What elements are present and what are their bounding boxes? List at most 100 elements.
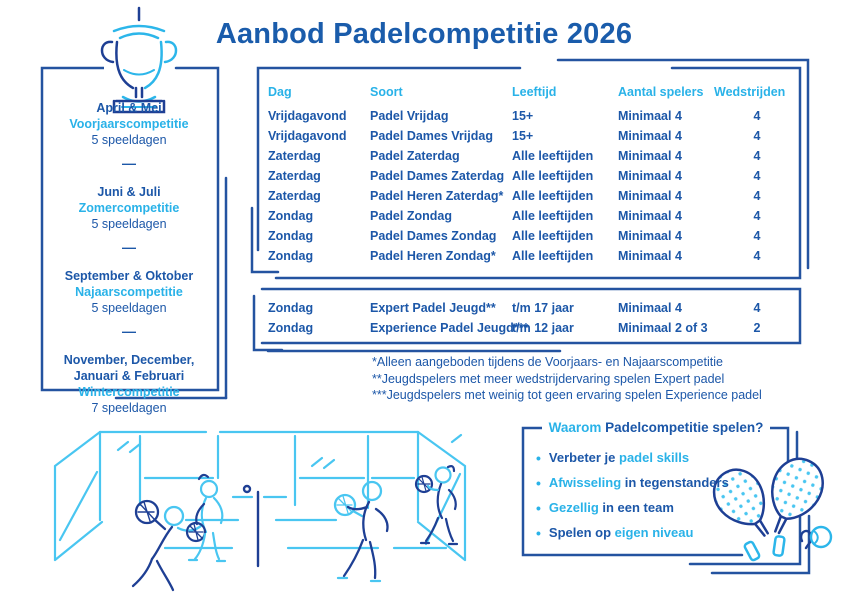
cell-dag: Zondag — [268, 301, 314, 315]
cell-dag: Vrijdagavond — [268, 109, 347, 123]
cell-wedstrijden: 4 — [753, 229, 761, 243]
cell-leeftijd: Alle leeftijden — [512, 149, 594, 163]
why-title-accent: Waarom — [548, 420, 602, 435]
cell-aantal: Minimaal 4 — [618, 149, 682, 163]
cell-dag: Zondag — [268, 249, 314, 263]
cell-wedstrijden: 2 — [753, 321, 761, 335]
bullet-accent: Afwisseling — [548, 475, 622, 490]
seasons-panel: April & Mei Voorjaarscompetitie 5 speeld… — [40, 100, 218, 424]
bullet-icon: • — [536, 450, 541, 466]
cell-aantal: Minimaal 4 — [618, 129, 682, 143]
table-row: Zaterdag Padel Zaterdag Alle leeftijden … — [268, 146, 800, 166]
table-row: Zondag Padel Zondag Alle leeftijden Mini… — [268, 206, 800, 226]
season-days: 7 speeldagen — [91, 401, 167, 415]
cell-aantal: Minimaal 4 — [618, 249, 682, 263]
column-header-aantal-spelers: Aantal spelers — [618, 85, 704, 99]
season-summer: Juni & Juli Zomercompetitie 5 speeldagen — [40, 184, 218, 232]
column-header-dag: Dag — [268, 85, 292, 99]
footnotes: *Alleen aangeboden tijdens de Voorjaars-… — [372, 354, 802, 404]
youth-table: Zondag Expert Padel Jeugd** t/m 17 jaar … — [258, 289, 800, 338]
cell-soort: Padel Zaterdag — [370, 149, 460, 163]
bullet-icon: • — [536, 500, 541, 516]
column-header-wedstrijden: Wedstrijden — [714, 85, 786, 99]
season-name: Wintercompetitie — [78, 385, 180, 399]
cell-soort: Experience Padel Jeugd*** — [370, 321, 529, 335]
why-box-title: Waarom Padelcompetitie spelen? — [523, 420, 789, 435]
cell-soort: Padel Heren Zaterdag* — [370, 189, 504, 203]
cell-dag: Zaterdag — [268, 189, 321, 203]
footnote-2: **Jeugdspelers met meer wedstrijdervarin… — [372, 371, 725, 386]
bullet-text: in tegenstanders — [621, 475, 729, 490]
season-months: September & Oktober — [64, 269, 194, 283]
bullet-text: in een team — [598, 500, 674, 515]
table-row: Zondag Padel Dames Zondag Alle leeftijde… — [268, 226, 800, 246]
cell-dag: Zondag — [268, 209, 314, 223]
cell-dag: Vrijdagavond — [268, 129, 347, 143]
bullet-icon: • — [536, 525, 541, 541]
cell-soort: Padel Zondag — [370, 209, 452, 223]
why-bullet-list: • Verbeter je padel skills • Afwisseling… — [536, 450, 766, 550]
cell-soort: Expert Padel Jeugd** — [370, 301, 496, 315]
footnote-1: *Alleen aangeboden tijdens de Voorjaars-… — [372, 355, 723, 369]
cell-aantal: Minimaal 2 of 3 — [618, 321, 708, 335]
season-autumn: September & Oktober Najaarscompetitie 5 … — [40, 268, 218, 316]
bullet-text: Spelen op — [548, 525, 615, 540]
cell-dag: Zaterdag — [268, 149, 321, 163]
list-item: • Afwisseling in tegenstanders — [536, 475, 766, 500]
cell-wedstrijden: 4 — [753, 189, 761, 203]
footnote-3: ***Jeugdspelers met weinig tot geen erva… — [372, 388, 762, 402]
cell-leeftijd: 15+ — [512, 129, 534, 143]
cell-aantal: Minimaal 4 — [618, 109, 682, 123]
cell-aantal: Minimaal 4 — [618, 169, 682, 183]
cell-wedstrijden: 4 — [753, 129, 761, 143]
bullet-text: Verbeter je — [548, 450, 620, 465]
cell-soort: Padel Dames Vrijdag — [370, 129, 493, 143]
bullet-icon: • — [536, 475, 541, 491]
cell-dag: Zondag — [268, 229, 314, 243]
list-item: • Gezellig in een team — [536, 500, 766, 525]
table-row: Zondag Experience Padel Jeugd*** t/m 12 … — [268, 318, 800, 338]
cell-dag: Zaterdag — [268, 169, 321, 183]
season-name: Zomercompetitie — [78, 201, 180, 215]
cell-aantal: Minimaal 4 — [618, 189, 682, 203]
list-item: • Verbeter je padel skills — [536, 450, 766, 475]
table-row: Zondag Expert Padel Jeugd** t/m 17 jaar … — [268, 298, 800, 318]
season-months: Juni & Juli — [97, 185, 161, 199]
cell-aantal: Minimaal 4 — [618, 229, 682, 243]
cell-leeftijd: t/m 17 jaar — [512, 301, 574, 315]
cell-leeftijd: 15+ — [512, 109, 534, 123]
season-name: Najaarscompetitie — [75, 285, 183, 299]
cell-soort: Padel Heren Zondag* — [370, 249, 496, 263]
cell-leeftijd: Alle leeftijden — [512, 209, 594, 223]
bullet-accent: eigen niveau — [614, 525, 694, 540]
table-row: Vrijdagavond Padel Dames Vrijdag 15+ Min… — [268, 126, 800, 146]
bullet-accent: Gezellig — [548, 500, 599, 515]
season-separator: — — [122, 239, 136, 255]
cell-leeftijd: Alle leeftijden — [512, 189, 594, 203]
season-separator: — — [122, 155, 136, 171]
season-days: 5 speeldagen — [91, 217, 167, 231]
page-title: Aanbod Padelcompetitie 2026 — [215, 18, 633, 50]
season-separator: — — [122, 323, 136, 339]
list-item: • Spelen op eigen niveau — [536, 525, 766, 550]
cell-dag: Zondag — [268, 321, 314, 335]
season-days: 5 speeldagen — [91, 301, 167, 315]
season-name: Voorjaarscompetitie — [69, 117, 189, 131]
season-months: April & Mei — [96, 101, 162, 115]
competitions-table: Dag Soort Leeftijd Aantal spelers Wedstr… — [258, 68, 800, 266]
table-row: Zaterdag Padel Dames Zaterdag Alle leeft… — [268, 166, 800, 186]
cell-wedstrijden: 4 — [753, 209, 761, 223]
cell-leeftijd: Alle leeftijden — [512, 229, 594, 243]
table-header-row: Dag Soort Leeftijd Aantal spelers Wedstr… — [268, 80, 800, 104]
cell-wedstrijden: 4 — [753, 109, 761, 123]
cell-aantal: Minimaal 4 — [618, 209, 682, 223]
table-row: Zaterdag Padel Heren Zaterdag* Alle leef… — [268, 186, 800, 206]
season-months: November, December, Januari & Februari — [63, 353, 195, 383]
padel-court-illustration — [53, 430, 467, 592]
cell-leeftijd: t/m 12 jaar — [512, 321, 574, 335]
cell-wedstrijden: 4 — [753, 249, 761, 263]
season-spring: April & Mei Voorjaarscompetitie 5 speeld… — [40, 100, 218, 148]
cell-leeftijd: Alle leeftijden — [512, 249, 594, 263]
cell-soort: Padel Dames Zaterdag — [370, 169, 505, 183]
